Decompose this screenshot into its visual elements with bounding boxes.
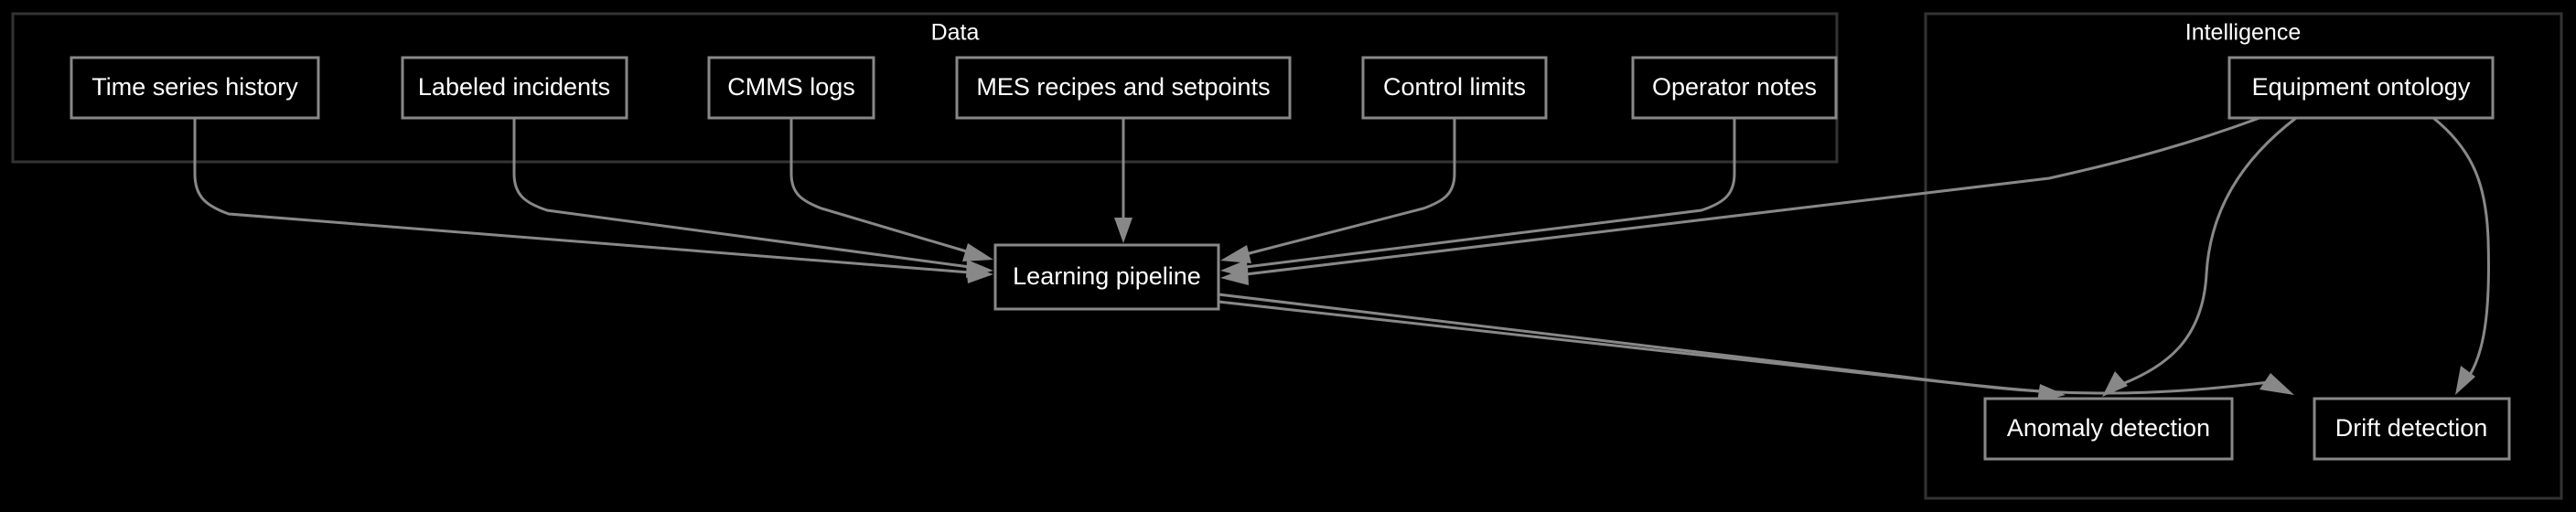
node-drift-detection-label: Drift detection xyxy=(2335,414,2488,442)
node-mes-recipes-and-setpoints[interactable]: MES recipes and setpoints xyxy=(955,56,1292,120)
edge-layer xyxy=(193,116,2490,402)
edge-path xyxy=(1245,118,1456,256)
node-equipment-ontology[interactable]: Equipment ontology xyxy=(2227,56,2495,120)
edge-learning-pipeline-to-drift-detection xyxy=(1218,300,2294,395)
edge-path xyxy=(1218,293,2041,393)
node-labeled-incidents-label: Labeled incidents xyxy=(418,73,610,101)
node-mes-recipes-and-setpoints-box[interactable] xyxy=(955,56,1292,120)
node-control-limits[interactable]: Control limits xyxy=(1361,56,1548,120)
node-anomaly-detection-box[interactable] xyxy=(1983,397,2234,461)
arrow-head-icon xyxy=(2455,366,2475,395)
edge-equipment-ontology-to-anomaly-detection xyxy=(2102,116,2297,397)
edge-path xyxy=(1245,118,1736,269)
node-equipment-ontology-box[interactable] xyxy=(2227,56,2495,120)
node-labeled-incidents[interactable]: Labeled incidents xyxy=(401,56,628,120)
node-mes-recipes-and-setpoints-label: MES recipes and setpoints xyxy=(976,73,1270,101)
node-operator-notes[interactable]: Operator notes xyxy=(1631,56,1838,120)
node-time-series-history[interactable]: Time series history xyxy=(70,56,320,120)
node-time-series-history-label: Time series history xyxy=(91,73,298,101)
cluster-intelligence-border xyxy=(1924,12,2563,500)
edge-path xyxy=(789,118,971,254)
arrow-head-icon xyxy=(962,243,993,261)
node-cmms-logs[interactable]: CMMS logs xyxy=(707,56,875,120)
arrow-head-icon xyxy=(1220,267,1249,285)
arrow-head-icon xyxy=(966,260,993,278)
node-equipment-ontology-label: Equipment ontology xyxy=(2252,73,2471,101)
edge-path xyxy=(512,118,971,269)
edge-path xyxy=(2432,116,2490,376)
node-labeled-incidents-box[interactable] xyxy=(401,56,628,120)
arrow-head-icon xyxy=(1114,218,1132,243)
arrow-head-icon xyxy=(2102,371,2128,397)
node-anomaly-detection[interactable]: Anomaly detection xyxy=(1983,397,2234,461)
edge-time-series-history-to-learning-pipeline xyxy=(193,118,993,283)
node-control-limits-label: Control limits xyxy=(1383,73,1526,101)
node-learning-pipeline-label: Learning pipeline xyxy=(1013,262,1201,290)
node-drift-detection-box[interactable] xyxy=(2313,397,2511,461)
edge-mes-recipes-to-learning-pipeline xyxy=(1114,118,1132,243)
node-anomaly-detection-label: Anomaly detection xyxy=(2007,414,2210,442)
arrow-head-icon xyxy=(2259,373,2294,395)
node-operator-notes-box[interactable] xyxy=(1631,56,1838,120)
node-learning-pipeline[interactable]: Learning pipeline xyxy=(993,243,1220,311)
node-time-series-history-box[interactable] xyxy=(70,56,320,120)
node-learning-pipeline-box[interactable] xyxy=(993,243,1220,311)
edge-path xyxy=(1245,116,2260,276)
edge-labeled-incidents-to-learning-pipeline xyxy=(512,118,993,278)
edge-cmms-logs-to-learning-pipeline xyxy=(789,118,993,261)
node-layer: Time series history Labeled incidents CM… xyxy=(70,56,2511,461)
edge-control-limits-to-learning-pipeline xyxy=(1220,118,1456,263)
edge-equipment-ontology-to-drift-detection xyxy=(2432,116,2490,395)
node-operator-notes-label: Operator notes xyxy=(1652,73,1817,101)
edge-path xyxy=(2121,116,2297,386)
arrow-head-icon xyxy=(1220,245,1251,263)
edge-operator-notes-to-learning-pipeline xyxy=(1220,118,1736,278)
node-cmms-logs-box[interactable] xyxy=(707,56,875,120)
edge-equipment-ontology-to-learning-pipeline xyxy=(1220,116,2260,285)
node-control-limits-box[interactable] xyxy=(1361,56,1548,120)
node-cmms-logs-label: CMMS logs xyxy=(727,73,855,101)
cluster-intelligence-label: Intelligence xyxy=(2185,20,2301,46)
edge-path xyxy=(1218,300,2270,395)
cluster-intelligence: Intelligence xyxy=(1924,12,2563,500)
cluster-data-label: Data xyxy=(931,20,980,46)
edge-path xyxy=(193,118,971,274)
node-drift-detection[interactable]: Drift detection xyxy=(2313,397,2511,461)
